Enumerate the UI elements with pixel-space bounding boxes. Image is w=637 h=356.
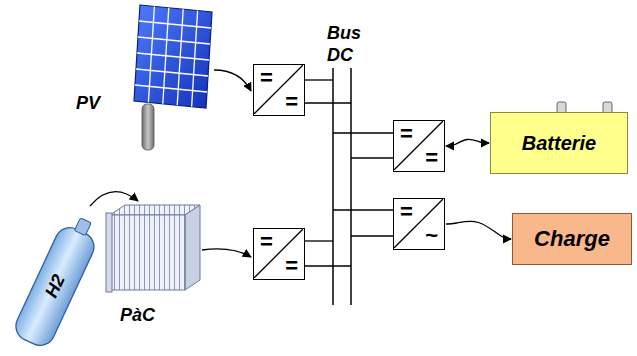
bus-wires [305, 80, 393, 266]
converter-symbol: = [285, 90, 298, 114]
converter-symbol: ~ [425, 224, 438, 248]
fuel-cell-label: PàC [120, 304, 155, 326]
dc-dc-converter: == [393, 120, 445, 172]
converter-symbol: = [260, 66, 273, 90]
converter-diagonal [394, 121, 443, 170]
h2-arrow [90, 192, 138, 206]
dc-dc-converter: == [253, 64, 305, 116]
converter-symbol: = [400, 200, 413, 224]
fuel-cell-stack [106, 205, 200, 292]
converter-symbol: = [285, 254, 298, 278]
pv-arrow [214, 70, 251, 91]
connector-arrow [446, 139, 489, 146]
dc-dc-converter: == [253, 228, 305, 280]
node-text: Charge [534, 226, 610, 252]
converter-symbol: = [260, 230, 273, 254]
converter-symbol: = [425, 146, 438, 170]
connector-arrow [446, 221, 511, 239]
battery-box: Batterie [490, 112, 628, 174]
converter-symbol: = [400, 122, 413, 146]
converter-diagonal [394, 199, 443, 248]
converter-diagonal [254, 65, 303, 114]
pv-panel [134, 5, 212, 150]
h2-bottle [11, 212, 104, 350]
bus-label: Bus DC [327, 22, 371, 66]
pv-label: PV [76, 92, 100, 114]
dc-ac-inverter: =~ [393, 198, 445, 250]
node-text: Batterie [522, 132, 596, 155]
converter-diagonal [254, 229, 303, 278]
fuel-cell-arrow [202, 249, 251, 257]
load-box: Charge [512, 213, 632, 265]
